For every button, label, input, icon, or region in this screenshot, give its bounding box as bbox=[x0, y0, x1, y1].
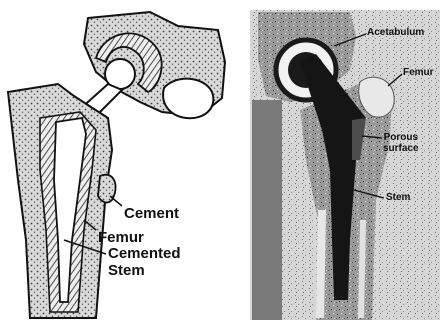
label-femur-left: Femur bbox=[98, 230, 144, 245]
obturator-foramen bbox=[163, 79, 213, 119]
right-radiograph bbox=[250, 10, 440, 320]
label-stem-right: Stem bbox=[386, 193, 410, 203]
label-femur-right: Femur bbox=[403, 68, 434, 78]
label-acetabulum: Acetabulum bbox=[367, 28, 424, 38]
label-porous-surface: Porous surface bbox=[383, 132, 419, 154]
label-cement: Cement bbox=[124, 206, 179, 221]
xray-soft-tissue bbox=[252, 100, 282, 320]
label-cemented-stem: Cemented Stem bbox=[108, 246, 181, 279]
